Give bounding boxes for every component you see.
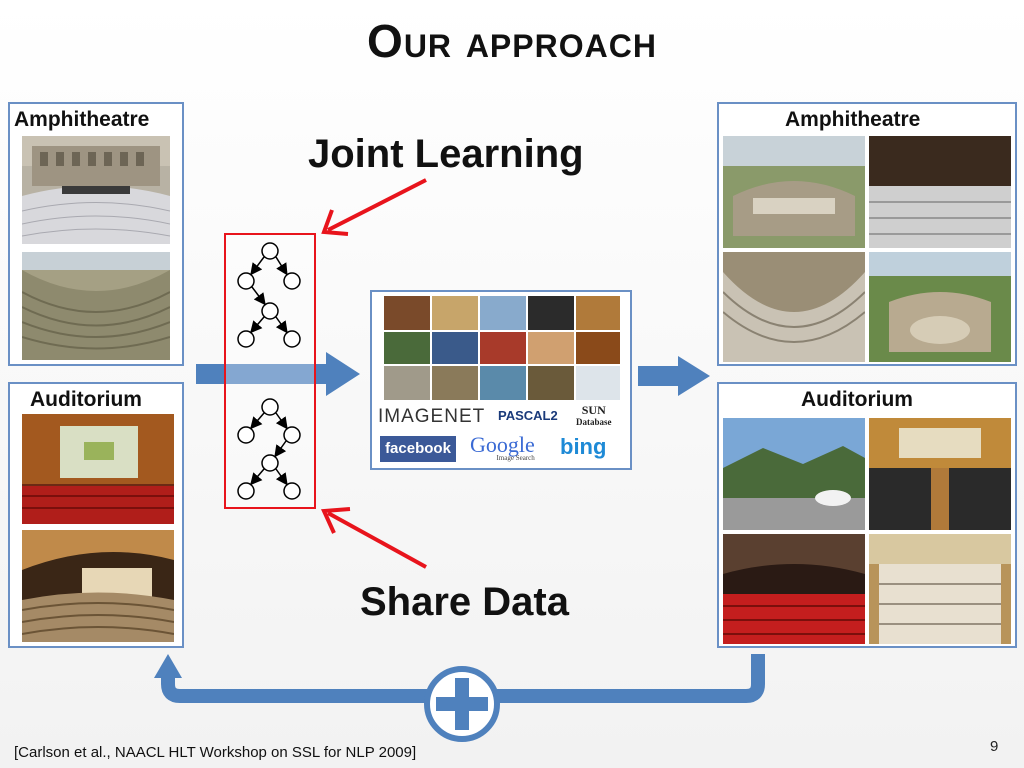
right-auditorium-label: Auditorium (801, 388, 913, 411)
page-number: 9 (990, 738, 999, 755)
right-auditorium-panel: Auditorium (717, 382, 1017, 648)
dataset-mosaic (384, 296, 620, 400)
right-amphitheatre-label: Amphitheatre (785, 108, 921, 131)
blue-arrow-icon (638, 356, 710, 396)
red-arrow-icon (321, 178, 427, 236)
amphitheatre-photo-3 (723, 136, 865, 248)
auditorium-photo-6 (869, 534, 1011, 644)
sun-logo: SUN Database (576, 403, 612, 427)
graph-node-icon (237, 242, 301, 500)
joint-learning-label: Joint Learning (308, 132, 584, 176)
blue-arrow-icon (196, 352, 360, 396)
amphitheatre-photo-6 (869, 252, 1011, 362)
google-logo: Google Image Search (470, 432, 535, 462)
left-amphitheatre-panel: Amphitheatre (8, 102, 184, 366)
page-title: Our approach (367, 15, 657, 67)
auditorium-photo-2 (22, 530, 174, 642)
auditorium-photo-3 (723, 418, 865, 530)
pascal-logo: PASCAL2 (498, 408, 558, 423)
amphitheatre-photo-5 (723, 252, 865, 362)
red-arrow-icon (320, 507, 427, 569)
auditorium-photo-5 (723, 534, 865, 644)
auditorium-photo-4 (869, 418, 1011, 530)
left-amphitheatre-label: Amphitheatre (14, 108, 150, 131)
plus-icon (424, 666, 500, 742)
auditorium-photo-1 (22, 414, 174, 524)
amphitheatre-photo-2 (22, 252, 170, 360)
imagenet-logo: IMAGENET (378, 406, 486, 427)
share-data-label: Share Data (360, 580, 569, 624)
bing-logo: bing (560, 434, 607, 459)
amphitheatre-photo-4 (869, 136, 1011, 248)
right-amphitheatre-panel: Amphitheatre (717, 102, 1017, 366)
left-auditorium-panel: Auditorium (8, 382, 184, 648)
graph-model-box (224, 233, 316, 509)
facebook-logo: facebook (380, 436, 456, 462)
citation: [Carlson et al., NAACL HLT Workshop on S… (14, 744, 417, 761)
dataset-panel: IMAGENET PASCAL2 SUN Database facebook G… (370, 290, 632, 470)
left-auditorium-label: Auditorium (30, 388, 142, 411)
amphitheatre-photo-1 (22, 136, 170, 244)
